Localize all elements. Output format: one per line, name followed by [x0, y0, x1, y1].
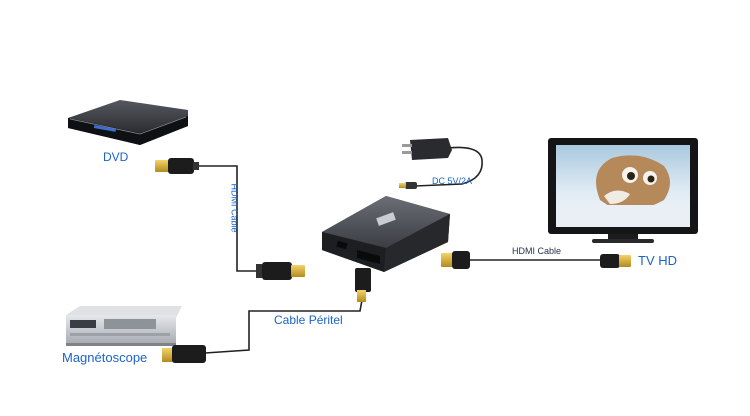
tv-screen-character — [556, 155, 690, 227]
scart-plug-converter — [355, 268, 371, 302]
scart-to-hdmi-converter — [322, 196, 450, 272]
dvd-label: DVD — [103, 150, 129, 164]
power-adapter — [399, 138, 452, 189]
power-cable — [414, 146, 483, 187]
hdmi-connector-dvd — [155, 158, 199, 174]
dc-power-label: DC 5V/2A — [432, 176, 473, 186]
cables — [198, 146, 600, 354]
cable-peritel-label: Cable Péritel — [274, 313, 343, 327]
vcr-magnetoscope — [66, 306, 182, 346]
hdmi-cable-dvd — [198, 165, 268, 272]
scart-plug-vcr — [162, 345, 206, 363]
dvd-player — [68, 100, 188, 145]
magnetoscope-label: Magnétoscope — [62, 350, 148, 365]
hdmi-connector-converter-tv — [441, 251, 470, 269]
hdmi-connector-tv — [600, 254, 631, 268]
hdmi-cable-horizontal-label: HDMI Cable — [512, 246, 562, 256]
hdmi-cable-vertical-label: HDMI Cable — [229, 183, 240, 233]
scart-cable — [204, 299, 363, 354]
tv-hd — [548, 138, 698, 243]
hdmi-connector-converter-side — [256, 262, 305, 280]
tv-hd-label: TV HD — [638, 253, 677, 268]
